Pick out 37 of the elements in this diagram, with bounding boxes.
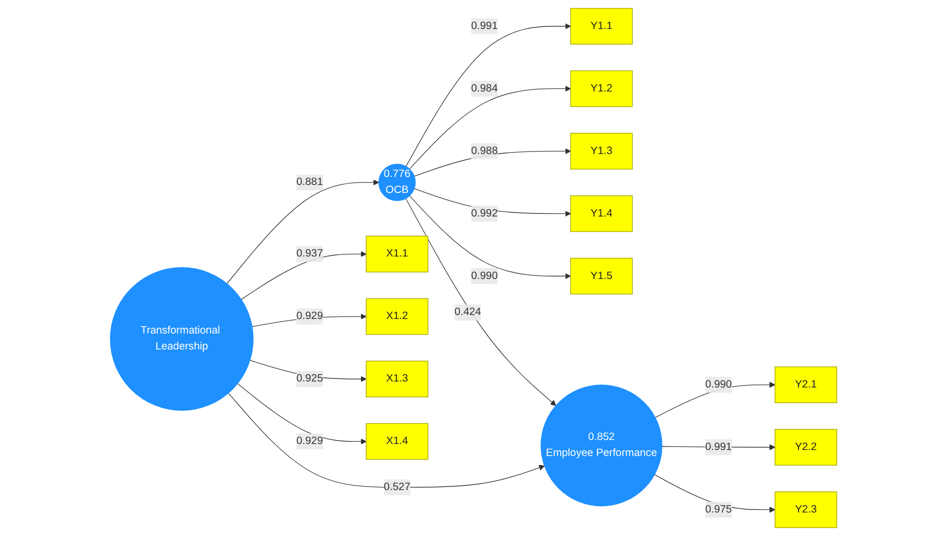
node-box: Y1.5 [570, 258, 634, 294]
arrow [410, 86, 572, 170]
arrow [228, 392, 546, 488]
node-box: Y1.3 [570, 132, 634, 170]
edge-label: 0.929 [296, 435, 324, 447]
node-box: X1.4 [366, 423, 429, 460]
edge-label: 0.991 [472, 20, 498, 32]
arrow [410, 195, 572, 280]
node-circle: 0.776 OCB [378, 164, 416, 202]
edge-label: 0.925 [296, 373, 324, 384]
edge-label: 0.984 [472, 82, 498, 94]
node-circle: Transformational Leadership [110, 267, 254, 411]
node-box: Y1.4 [570, 195, 634, 232]
node-box: X1.2 [366, 298, 429, 335]
edge-label: 0.988 [472, 145, 498, 157]
edge-label: 0.990 [706, 378, 732, 390]
node-box: X1.3 [366, 360, 429, 398]
node-circle: 0.852 Employee Performance [541, 384, 663, 506]
edge-label: 0.990 [472, 270, 498, 282]
edge-label: 0.929 [296, 310, 324, 322]
node-box: Y2.3 [775, 491, 838, 528]
node-box: Y1.1 [570, 8, 634, 45]
edge-label: 0.975 [706, 504, 732, 516]
arrow [238, 383, 367, 444]
node-box: Y1.2 [570, 70, 634, 107]
edge-label: 0.992 [472, 208, 498, 219]
arrow [406, 198, 557, 406]
edge-label: 0.991 [706, 441, 732, 453]
edge-label: 0.937 [296, 248, 324, 260]
arrow [406, 23, 572, 167]
node-box: Y2.2 [775, 428, 838, 466]
edge-label: 0.527 [384, 481, 411, 493]
node-box: X1.1 [366, 236, 429, 272]
node-box: Y2.1 [775, 366, 838, 404]
edge-label: 0.424 [454, 306, 482, 318]
edge-label: 0.881 [296, 176, 324, 188]
arrow [227, 180, 380, 284]
